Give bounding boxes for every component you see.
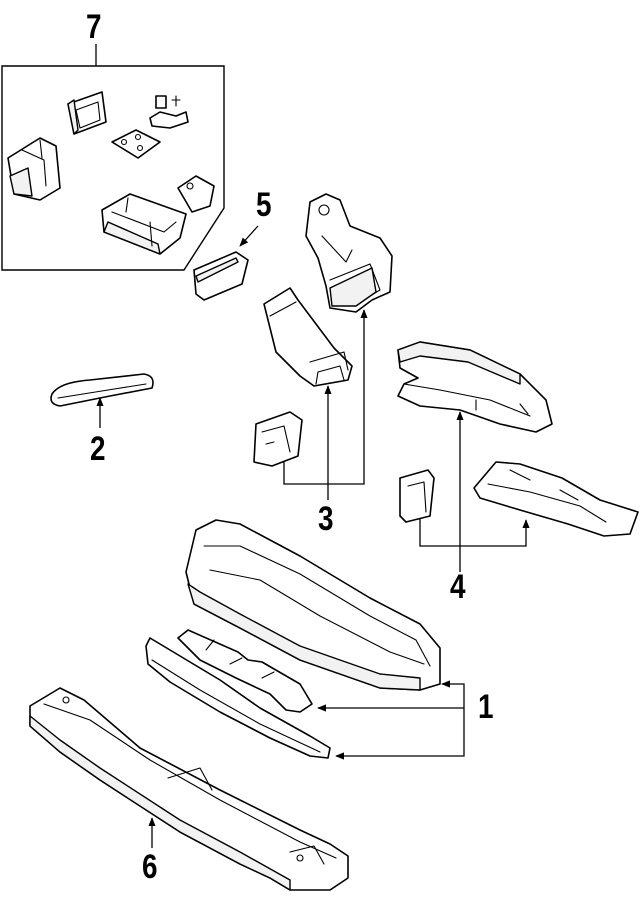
callout-1: 1 [478,688,494,726]
part-4-lower-apron [473,461,639,537]
leader-5 [239,225,259,247]
part-7-clip [149,95,189,129]
callout-4: 4 [450,568,466,606]
part-3-lower-support [263,287,353,387]
part-6-lower-support [29,687,349,891]
part-7-plate [111,129,161,159]
part-7-bracket-small [177,175,215,213]
callout-6: 6 [142,848,158,886]
part-1-absorber [185,519,441,691]
leader-4 [419,411,530,572]
leader-1 [317,680,465,760]
part-7-bracket-left [7,137,61,201]
part-group-7-box [1,44,225,271]
part-3-upper-support [305,193,393,313]
part-5-bracket [193,251,249,301]
callout-3: 3 [318,500,334,538]
callout-7: 7 [86,8,102,46]
callout-2: 2 [90,430,106,468]
callout-5: 5 [256,186,272,224]
part-7-bracket-upper [67,91,107,135]
part-4-rail [397,341,553,433]
part-7-bracket-large [101,193,187,255]
part-1-insert [177,629,313,713]
part-4-bracket [399,469,435,523]
part-3-bracket [253,411,303,467]
leader-3 [283,309,368,500]
part-2-reinforcement [50,373,154,407]
part-1-lower-strip [145,637,331,759]
